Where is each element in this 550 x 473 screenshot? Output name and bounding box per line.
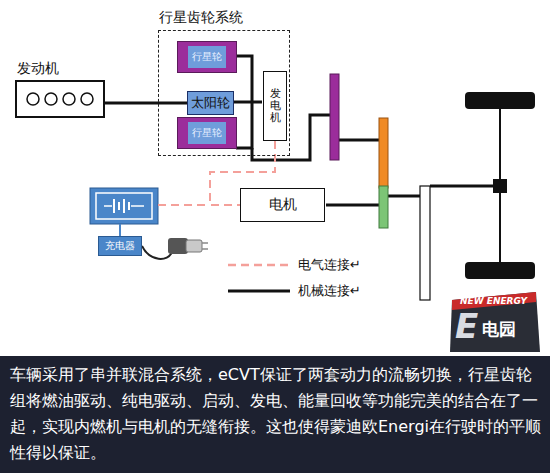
sun-gear: 太阳轮	[187, 91, 234, 115]
battery-symbol	[90, 188, 158, 224]
output-gear	[330, 74, 339, 160]
mechanical-connector	[105, 103, 187, 104]
logo-text: 电园	[482, 318, 516, 341]
node-label: 太阳轮	[191, 94, 230, 112]
planet-gear: 行星轮	[177, 117, 237, 149]
node-label: 发电机	[270, 88, 281, 124]
legend-sample-mechanical	[228, 290, 290, 293]
node-label: 行星轮	[188, 122, 226, 144]
node-label: 充电器	[105, 239, 135, 253]
wheel	[465, 262, 535, 279]
node-label: 行星轮	[188, 46, 226, 68]
charger-box: 充电器	[98, 236, 142, 256]
logo-badge	[450, 292, 540, 352]
generator-box: 发电机	[263, 71, 287, 141]
mechanical-shafts	[232, 56, 500, 205]
logo-text: NEW ENERGY	[460, 296, 527, 306]
heading-label: 行星齿轮系统	[159, 9, 243, 27]
caption-text: 车辆采用了串并联混合系统，eCVT保证了两套动力的流畅切换，行星齿轮组将燃油驱动…	[10, 362, 542, 466]
differential	[493, 179, 507, 193]
counter-gear	[379, 118, 388, 188]
legend-label: 机械连接↵	[298, 282, 361, 300]
engine-cylinders	[27, 93, 93, 105]
heading-label: 发动机	[17, 60, 59, 78]
charging-plug	[142, 238, 208, 259]
node-label: 电机	[269, 196, 297, 214]
final-drive-gear	[420, 186, 430, 300]
electric-wire	[158, 204, 210, 206]
charger-lead	[119, 224, 121, 236]
legend-label: 电气连接↵	[298, 256, 361, 274]
motor-box: 电机	[240, 188, 325, 222]
motor-gear	[379, 186, 388, 228]
wheel	[465, 92, 535, 109]
logo-text: E	[455, 306, 478, 346]
planet-gear: 行星轮	[177, 41, 237, 73]
planetary-gear-group: 行星齿轮系统行星轮太阳轮行星轮发电机	[158, 30, 290, 156]
legend-sample-electric	[228, 264, 290, 267]
engine-box: 发动机	[15, 80, 105, 118]
